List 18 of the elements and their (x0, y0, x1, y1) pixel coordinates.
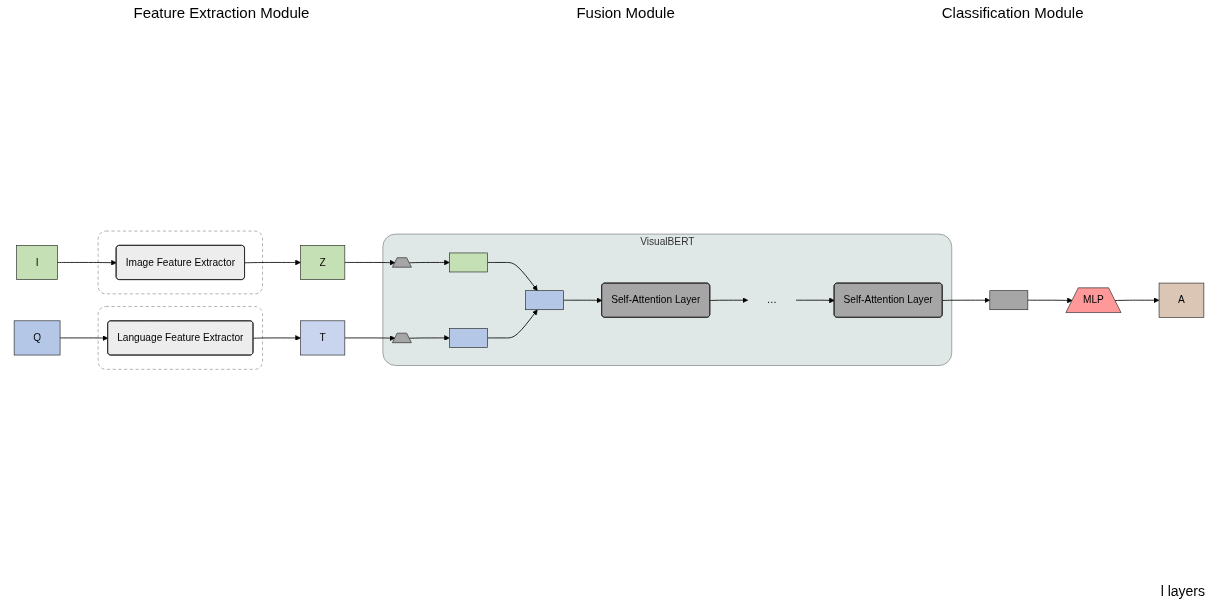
node-trapezoid (391, 332, 412, 343)
section-heading: Classification Module (941, 4, 1084, 23)
layer-count-note: l layers (1160, 583, 1205, 599)
node-box: A (1158, 282, 1204, 318)
node-box: Q (13, 320, 60, 356)
cluster (97, 306, 263, 370)
node-trapezoid (391, 257, 412, 268)
section-heading: Feature Extraction Module (133, 4, 310, 23)
node-bar (448, 252, 488, 273)
cluster (97, 230, 263, 294)
node-text: … (766, 294, 777, 306)
node-box: Z (299, 244, 345, 280)
node-bar (988, 290, 1028, 310)
section-heading: Fusion Module (576, 4, 675, 23)
node-bar (524, 290, 564, 310)
node-box: I (15, 244, 58, 280)
node-bar (448, 327, 488, 348)
node-box: T (299, 320, 345, 356)
